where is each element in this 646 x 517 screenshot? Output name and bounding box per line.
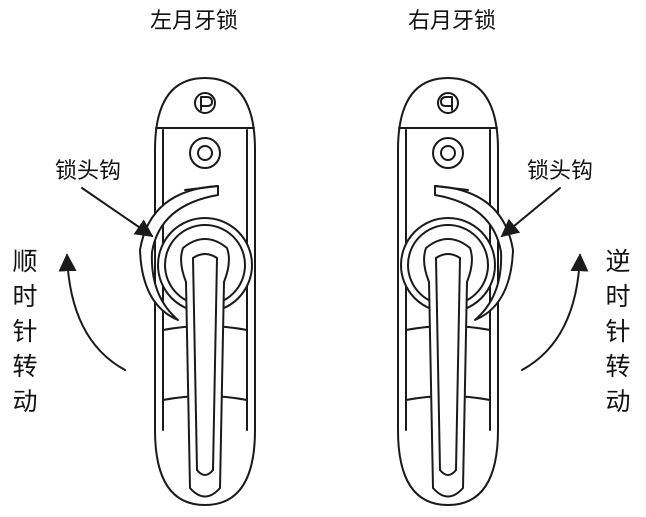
right-callout-pointer: [500, 187, 561, 238]
rotation-arrow-icon: [58, 253, 126, 371]
left-rotation-label: 顺 时 针 转 动: [12, 247, 37, 416]
right-rotation-char-2: 时: [605, 282, 630, 311]
left-lock-group: 左月牙锁 锁头钩 顺 时 针 转 动: [12, 9, 256, 506]
right-rotation-char-3: 针: [605, 317, 630, 346]
left-lock-drawing: [139, 77, 256, 506]
left-rotation-char-5: 动: [12, 387, 37, 416]
rotation-arrow-icon: [521, 253, 589, 371]
right-rotation-label: 逆 时 针 转 动: [605, 247, 630, 416]
right-rotation-char-5: 动: [605, 387, 630, 416]
left-lock-title: 左月牙锁: [150, 9, 238, 34]
right-lock-callout: 锁头钩: [527, 159, 593, 184]
right-lock-group: 右月牙锁 锁头钩 逆 时 针 转 动: [397, 9, 631, 506]
left-rotation-char-2: 时: [12, 282, 37, 311]
right-lock-title: 右月牙锁: [408, 9, 496, 34]
left-lock-callout: 锁头钩: [55, 159, 121, 184]
right-rotation-char-1: 逆: [605, 247, 630, 276]
left-rotation-char-4: 转: [12, 352, 37, 381]
left-rotation-char-1: 顺: [12, 247, 37, 276]
right-rotation-char-4: 转: [605, 352, 630, 381]
left-rotation-char-3: 针: [12, 317, 37, 346]
right-lock-drawing: [397, 77, 514, 506]
left-callout-pointer: [81, 187, 154, 238]
